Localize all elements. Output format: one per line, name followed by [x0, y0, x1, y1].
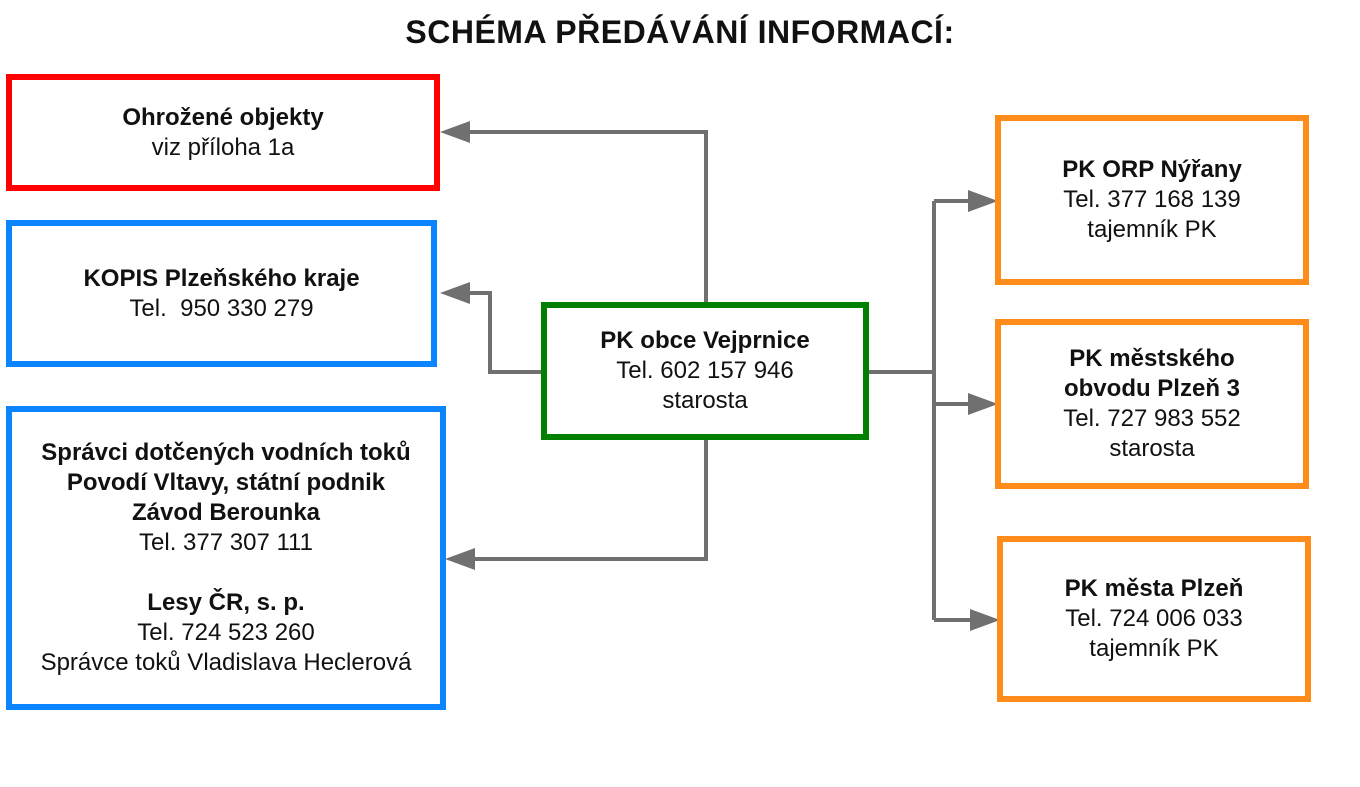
center-tel: Tel. 602 157 946	[616, 357, 794, 384]
plzen-role: tajemník PK	[1089, 635, 1219, 662]
diagram-title: SCHÉMA PŘEDÁVÁNÍ INFORMACÍ:	[405, 14, 955, 50]
orp-role: tajemník PK	[1087, 216, 1217, 243]
connector-to-kopis	[470, 291, 545, 374]
arrow-to-obvod	[968, 393, 998, 415]
box-ohrozene-objekty: Ohrožené objekty viz příloha 1a	[6, 74, 440, 191]
box-orp: PK ORP Nýřany Tel. 377 168 139 tajemník …	[995, 115, 1309, 285]
orp-name: PK ORP Nýřany	[1062, 156, 1242, 183]
plzen-name: PK města Plzeň	[1064, 575, 1244, 602]
spravci-tel2: Tel. 724 523 260	[137, 619, 315, 646]
center-name: PK obce Vejprnice	[600, 327, 810, 354]
spravci-line4: Lesy ČR, s. p.	[147, 589, 305, 616]
obvod-tel: Tel. 727 983 552	[1063, 405, 1241, 432]
spravci-tel1: Tel. 377 307 111	[139, 529, 313, 556]
box-kopis: KOPIS Plzeňského kraje Tel. 950 330 279	[6, 220, 437, 367]
obvod-name1: PK městského	[1069, 345, 1235, 372]
spravci-line3: Závod Berounka	[131, 499, 321, 526]
box-plzen: PK města Plzeň Tel. 724 006 033 tajemník…	[997, 536, 1311, 702]
arrow-to-plzen	[970, 609, 1000, 631]
arrow-to-spravci	[445, 548, 475, 570]
ohrozene-objekty-detail: viz příloha 1a	[151, 133, 295, 161]
center-role: starosta	[662, 387, 748, 414]
orp-tel: Tel. 377 168 139	[1063, 186, 1241, 213]
arrow-to-kopis	[440, 282, 470, 304]
spravci-line5: Správce toků Vladislava Heclerová	[40, 649, 412, 676]
arrow-to-ohrozene-objekty	[440, 121, 470, 143]
obvod-name2: obvodu Plzeň 3	[1063, 375, 1240, 402]
ohrozene-objekty-name: Ohrožené objekty	[122, 103, 324, 131]
kopis-tel: Tel. 950 330 279	[129, 294, 314, 322]
connector-to-ohrozene-objekty	[470, 130, 708, 304]
kopis-name: KOPIS Plzeňského kraje	[83, 264, 360, 292]
connector-to-spravci	[475, 438, 708, 561]
box-obvod: PK městského obvodu Plzeň 3 Tel. 727 983…	[995, 319, 1309, 489]
box-spravci: Správci dotčených vodních toků Povodí Vl…	[6, 406, 446, 710]
spravci-line2: Povodí Vltavy, státní podnik	[66, 469, 386, 496]
spravci-line1: Správci dotčených vodních toků	[41, 439, 411, 466]
arrow-to-orp	[968, 190, 998, 212]
plzen-tel: Tel. 724 006 033	[1065, 605, 1243, 632]
obvod-role: starosta	[1109, 435, 1195, 462]
box-center: PK obce Vejprnice Tel. 602 157 946 staro…	[541, 302, 869, 440]
